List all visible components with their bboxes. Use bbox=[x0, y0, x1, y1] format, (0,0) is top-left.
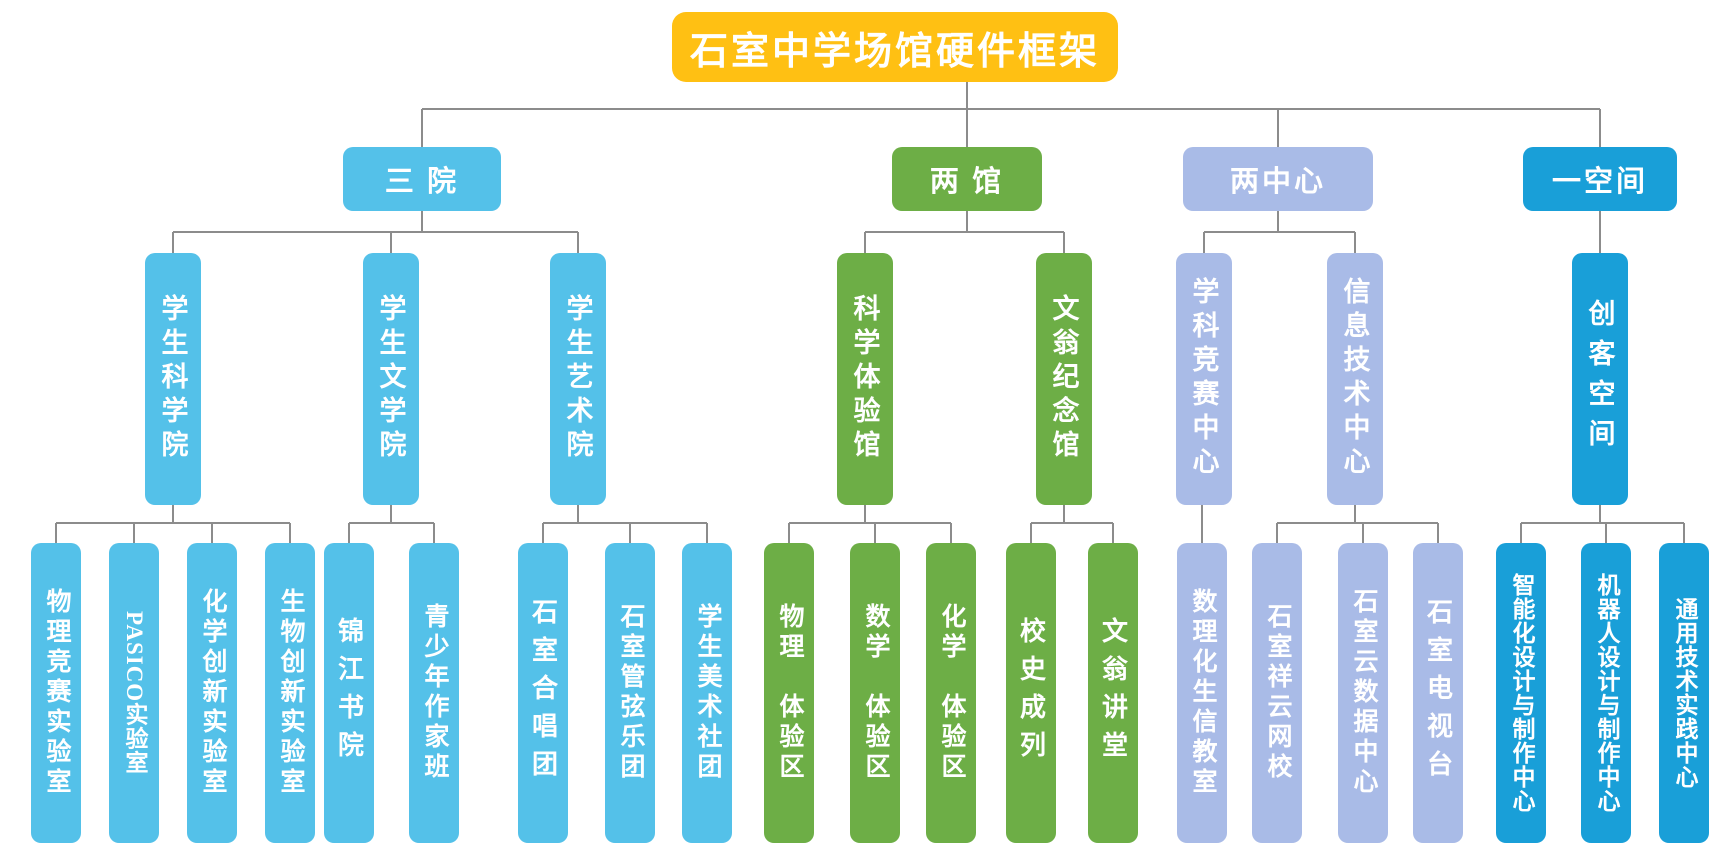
node-chemistry-experience-area: 化学 体验区 bbox=[926, 543, 976, 843]
node-general-tech-center: 通用技术实践中心 bbox=[1659, 543, 1709, 843]
node-label: 青少年作家班 bbox=[421, 603, 448, 783]
node-wenweng-memorial-hall: 文翁纪念馆 bbox=[1036, 253, 1092, 505]
node-young-writers-class: 青少年作家班 bbox=[409, 543, 459, 843]
node-biology-innovation-lab: 生物创新实验室 bbox=[265, 543, 315, 843]
node-label: 学科竞赛中心 bbox=[1188, 277, 1219, 481]
node-math-experience-area: 数学 体验区 bbox=[850, 543, 900, 843]
node-physics-competition-lab: 物理竞赛实验室 bbox=[31, 543, 81, 843]
node-label: 物理 体验区 bbox=[776, 603, 803, 783]
node-label: 通用技术实践中心 bbox=[1672, 597, 1697, 789]
connector-line bbox=[1030, 505, 1114, 543]
node-robot-design-center: 机器人设计与制作中心 bbox=[1581, 543, 1631, 843]
node-subject-competition-center: 学科竞赛中心 bbox=[1176, 253, 1232, 505]
node-label: 石室云数据中心 bbox=[1350, 588, 1377, 798]
node-tv-station: 石室电视台 bbox=[1413, 543, 1463, 843]
node-maker-space: 创客空间 bbox=[1572, 253, 1628, 505]
node-label: 两中心 bbox=[1229, 166, 1326, 198]
node-label: 数学 体验区 bbox=[862, 603, 889, 783]
node-label: 学生美术社团 bbox=[694, 603, 721, 783]
node-label: 化学创新实验室 bbox=[199, 588, 226, 798]
node-one-space: 一空间 bbox=[1523, 147, 1677, 211]
node-label: 机器人设计与制作中心 bbox=[1594, 573, 1619, 813]
connector-line bbox=[421, 82, 1601, 147]
node-it-center: 信息技术中心 bbox=[1327, 253, 1383, 505]
node-xiangyun-online-school: 石室祥云网校 bbox=[1252, 543, 1302, 843]
node-label: 生物创新实验室 bbox=[277, 588, 304, 798]
node-label: 锦江书院 bbox=[334, 617, 364, 769]
node-label: 数理化生信教室 bbox=[1189, 588, 1216, 798]
connector-line bbox=[348, 505, 435, 543]
connector-line bbox=[1276, 505, 1439, 543]
node-label: 石室合唱团 bbox=[528, 598, 558, 788]
node-label: 文翁讲堂 bbox=[1098, 617, 1128, 769]
node-intelligent-design-center: 智能化设计与制作中心 bbox=[1496, 543, 1546, 843]
node-stem-classroom: 数理化生信教室 bbox=[1177, 543, 1227, 843]
node-label: 化学 体验区 bbox=[938, 603, 965, 783]
node-student-art-academy: 学生艺术院 bbox=[550, 253, 606, 505]
node-label: 两 馆 bbox=[929, 166, 1005, 198]
node-label: 石室电视台 bbox=[1423, 598, 1453, 788]
node-choir: 石室合唱团 bbox=[518, 543, 568, 843]
connector-line bbox=[1203, 211, 1356, 253]
connector-line bbox=[788, 505, 952, 543]
node-two-centers: 两中心 bbox=[1183, 147, 1373, 211]
node-root-title: 石室中学场馆硬件框架 bbox=[672, 12, 1118, 82]
node-label: 物理竞赛实验室 bbox=[43, 588, 70, 798]
connector-line bbox=[55, 505, 291, 543]
node-label: 校史成列 bbox=[1016, 617, 1046, 769]
node-label: 学生科学院 bbox=[157, 294, 188, 464]
connector-line bbox=[172, 211, 579, 253]
node-school-history-exhibit: 校史成列 bbox=[1006, 543, 1056, 843]
node-label: 信息技术中心 bbox=[1339, 277, 1370, 481]
connector-line bbox=[542, 505, 708, 543]
node-cloud-data-center: 石室云数据中心 bbox=[1338, 543, 1388, 843]
node-label: 文翁纪念馆 bbox=[1048, 294, 1079, 464]
node-science-experience-hall: 科学体验馆 bbox=[837, 253, 893, 505]
node-pasico-lab: PASICO实验室 bbox=[109, 543, 159, 843]
node-art-club: 学生美术社团 bbox=[682, 543, 732, 843]
node-jinjiang-academy: 锦江书院 bbox=[324, 543, 374, 843]
node-two-halls: 两 馆 bbox=[892, 147, 1042, 211]
node-label: 学生艺术院 bbox=[562, 294, 593, 464]
node-label: 石室管弦乐团 bbox=[617, 603, 644, 783]
node-label: 科学体验馆 bbox=[849, 294, 880, 464]
node-student-science-academy: 学生科学院 bbox=[145, 253, 201, 505]
connector-line bbox=[864, 211, 1065, 253]
node-label: 学生文学院 bbox=[375, 294, 406, 464]
node-student-literature-academy: 学生文学院 bbox=[363, 253, 419, 505]
node-label: 一空间 bbox=[1551, 166, 1648, 198]
node-label: 石室中学场馆硬件框架 bbox=[689, 30, 1100, 73]
node-label: 创客空间 bbox=[1584, 299, 1615, 459]
node-label: PASICO实验室 bbox=[122, 611, 147, 775]
node-label: 智能化设计与制作中心 bbox=[1509, 573, 1534, 813]
node-three-academies: 三 院 bbox=[343, 147, 501, 211]
node-label: 石室祥云网校 bbox=[1264, 603, 1291, 783]
node-label: 三 院 bbox=[384, 166, 460, 198]
connector-line bbox=[1520, 505, 1685, 543]
node-physics-experience-area: 物理 体验区 bbox=[764, 543, 814, 843]
node-orchestra: 石室管弦乐团 bbox=[605, 543, 655, 843]
node-wenweng-lecture-hall: 文翁讲堂 bbox=[1088, 543, 1138, 843]
node-chemistry-innovation-lab: 化学创新实验室 bbox=[187, 543, 237, 843]
